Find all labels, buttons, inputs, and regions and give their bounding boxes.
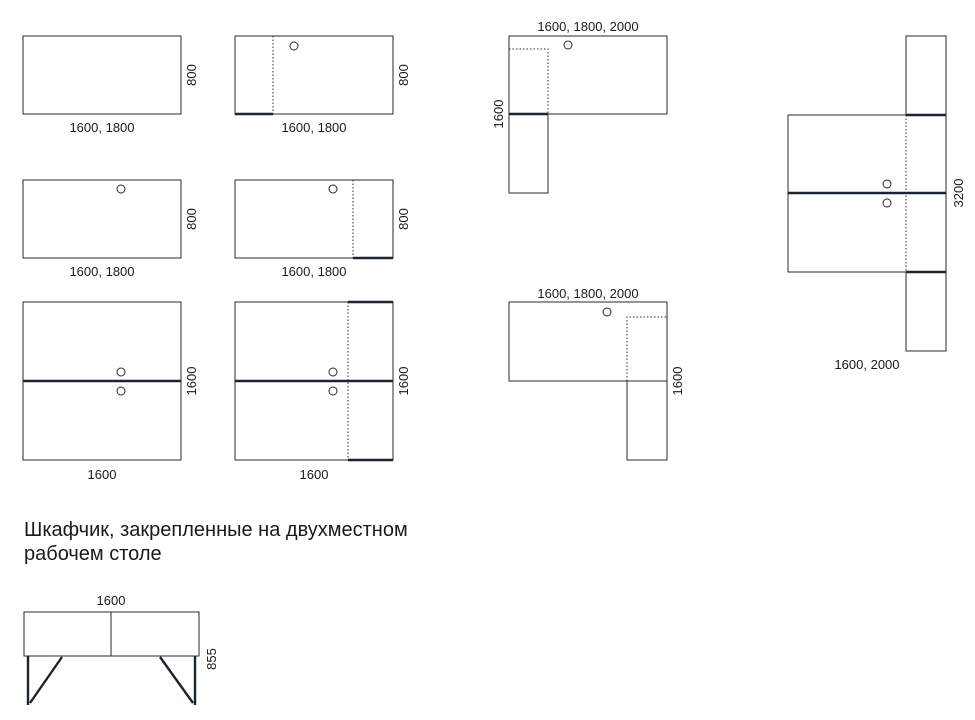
cable-hole-icon xyxy=(116,184,126,194)
desk-double-extension: 1600 1600 xyxy=(234,300,411,482)
depth-dimension: 1600 xyxy=(491,100,506,129)
width-dimension: 1600 xyxy=(97,593,126,608)
width-dimension: 1600, 1800, 2000 xyxy=(537,286,638,301)
desk-single-plain: 1600, 1800 800 xyxy=(22,35,199,135)
cable-hole-icon xyxy=(882,179,892,189)
width-dimension: 1600, 1800 xyxy=(281,264,346,279)
width-dimension: 1600, 1800 xyxy=(281,120,346,135)
cable-hole-icon xyxy=(328,184,338,194)
depth-dimension: 3200 xyxy=(951,179,966,208)
width-dimension: 1600, 1800 xyxy=(69,264,134,279)
depth-dimension: 800 xyxy=(396,208,411,230)
cable-hole-icon xyxy=(882,198,892,208)
width-dimension: 1600, 1800, 2000 xyxy=(537,19,638,34)
width-dimension: 1600 xyxy=(88,467,117,482)
height-dimension: 855 xyxy=(204,648,219,670)
cable-hole-icon xyxy=(116,367,126,377)
depth-dimension: 800 xyxy=(184,64,199,86)
cable-hole-icon xyxy=(328,386,338,396)
desk-double: 1600 1600 xyxy=(22,301,199,482)
cable-hole-icon xyxy=(289,41,299,51)
depth-dimension: 800 xyxy=(184,208,199,230)
depth-dimension: 1600 xyxy=(396,367,411,396)
cable-hole-icon xyxy=(602,307,612,317)
desk-single-hole: 1600, 1800 800 xyxy=(22,179,199,279)
cable-hole-icon xyxy=(116,386,126,396)
desk-cluster: 1600, 2000 3200 xyxy=(787,35,966,372)
depth-dimension: 1600 xyxy=(670,367,685,396)
width-dimension: 1600, 1800 xyxy=(69,120,134,135)
desk-single-extension: 1600, 1800 800 xyxy=(234,35,411,135)
cable-hole-icon xyxy=(563,40,573,50)
caption-line-1: Шкафчик, закрепленные на двухместном xyxy=(24,519,408,541)
cabinet-front: 1600 855 xyxy=(23,593,219,705)
desk-single-hole-extension: 1600, 1800 800 xyxy=(234,179,411,279)
cable-hole-icon xyxy=(328,367,338,377)
section-caption: Шкафчик, закрепленные на двухместном раб… xyxy=(24,518,464,566)
depth-dimension: 1600 xyxy=(184,367,199,396)
desk-corner-top: 1600, 1800, 2000 1600 xyxy=(491,19,668,194)
caption-line-2: рабочем столе xyxy=(24,543,162,565)
width-dimension: 1600 xyxy=(300,467,329,482)
depth-dimension: 800 xyxy=(396,64,411,86)
desk-corner-bottom: 1600, 1800, 2000 1600 xyxy=(508,286,685,461)
width-dimension: 1600, 2000 xyxy=(834,357,899,372)
